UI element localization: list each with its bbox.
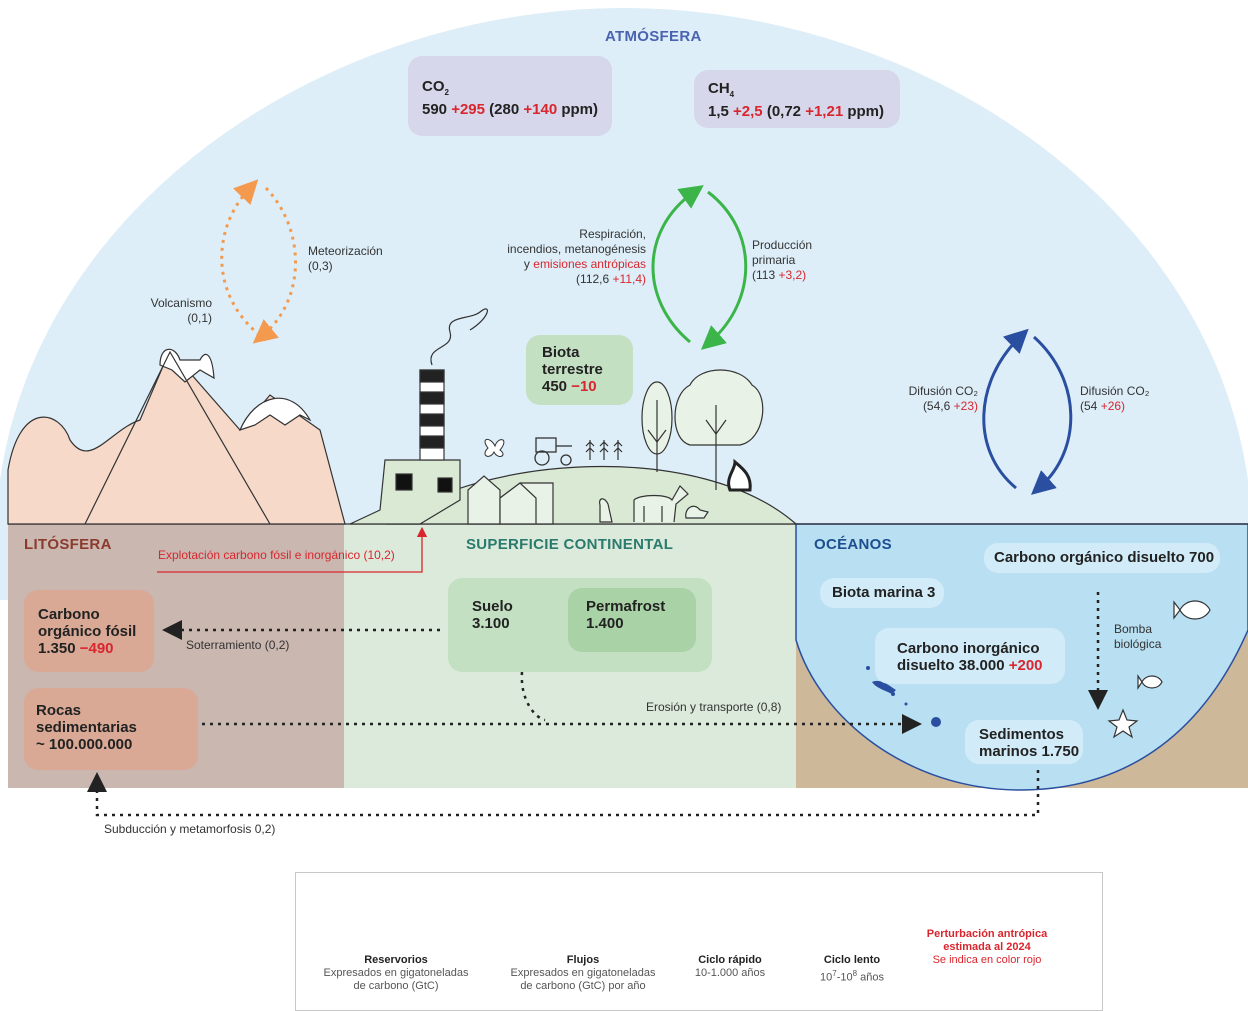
primary-production-arrow bbox=[700, 190, 748, 350]
respiration-label: Respiración, incendios, metanogénesis y … bbox=[507, 227, 646, 286]
wheat-icon bbox=[585, 440, 623, 460]
subduction-label: Subducción y metamorfosis 0,2) bbox=[104, 822, 276, 836]
lithosphere-label: LITÓSFERA bbox=[24, 536, 112, 553]
extraction-arrow bbox=[157, 526, 428, 573]
terrestrial-biota-reservoir: Biota terrestre 450 −10 bbox=[526, 335, 633, 405]
diffusion-right-label: Difusión CO₂ (54 +26) bbox=[1080, 384, 1150, 413]
weathering-label: Meteorización(0,3) bbox=[308, 244, 383, 273]
burial-label: Soterramiento (0,2) bbox=[186, 638, 290, 652]
marine-biota-reservoir: Biota marina 3 bbox=[820, 578, 944, 608]
continental-label: SUPERFICIE CONTINENTAL bbox=[466, 536, 674, 553]
tractor-icon bbox=[534, 437, 572, 466]
volcanism-label: Volcanismo(0,1) bbox=[150, 296, 212, 325]
ch4-reservoir: CH4 1,5 +2,5 (0,72 +1,21 ppm) bbox=[694, 70, 900, 128]
butterfly-icon bbox=[484, 439, 505, 457]
diffusion-down-arrow bbox=[1031, 335, 1073, 495]
sedimentary-rocks-reservoir: Rocas sedimentarias ~ 100.000.000 bbox=[24, 688, 198, 770]
permafrost-reservoir: Permafrost 1.400 bbox=[568, 588, 696, 652]
mountains bbox=[7, 348, 346, 525]
volcanism-arrow bbox=[220, 179, 267, 342]
dissolved-organic-carbon-reservoir: Carbono orgánico disuelto 700 bbox=[984, 543, 1220, 573]
co2-reservoir: CO2 590 +295 (280 +140 ppm) bbox=[408, 56, 612, 136]
trees-icon bbox=[641, 369, 764, 490]
dissolved-inorganic-carbon-reservoir: Carbono inorgánico disuelto 38.000 +200 bbox=[875, 628, 1065, 684]
erosion-arrow-1 bbox=[520, 671, 546, 722]
atmosphere-label: ATMÓSFERA bbox=[605, 28, 702, 45]
fire-icon bbox=[727, 458, 752, 492]
starfish-icon bbox=[1107, 708, 1139, 739]
extraction-label: Explotación carbono fósil e inorgánico (… bbox=[158, 548, 395, 562]
erosion-label: Erosión y transporte (0,8) bbox=[646, 700, 782, 714]
marine-sediments-reservoir: Sedimentos marinos 1.750 bbox=[965, 720, 1083, 764]
subduction-arrow bbox=[87, 770, 1040, 817]
weathering-arrow bbox=[252, 186, 297, 344]
fish-icon bbox=[1137, 600, 1211, 690]
diffusion-left-label: Difusión CO₂ (54,6 +23) bbox=[908, 384, 978, 413]
oceans-label: OCÉANOS bbox=[814, 536, 892, 553]
respiration-arrow bbox=[651, 185, 704, 344]
diffusion-up-arrow bbox=[982, 328, 1029, 490]
factory-icon bbox=[349, 308, 488, 525]
primary-production-label: Producción primaria (113 +3,2) bbox=[752, 238, 813, 282]
legend bbox=[295, 872, 1103, 1011]
houses-icon bbox=[467, 475, 554, 525]
fossil-carbon-reservoir: Carbono orgánico fósil 1.350 −490 bbox=[24, 590, 154, 672]
animals-icon bbox=[599, 485, 709, 523]
